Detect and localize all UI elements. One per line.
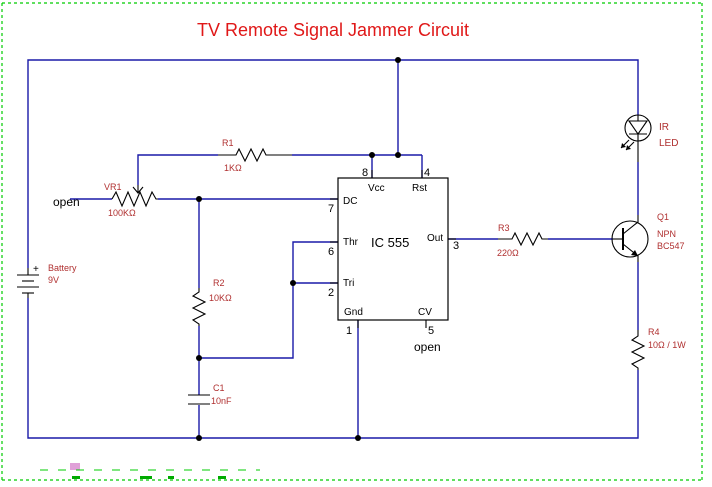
ic-pin-dc-label: DC: [343, 196, 357, 207]
q1-type-label: NPN: [657, 229, 676, 239]
ic-pin-number-5: 5: [428, 325, 434, 337]
ic-pin-number-2: 2: [328, 287, 334, 299]
vr1-value-label: 100KΩ: [108, 208, 136, 218]
battery-value-label: 9V: [48, 275, 59, 285]
ic555-body: [330, 170, 456, 328]
ic-pin-rst-label: Rst: [412, 183, 427, 194]
ir-led-label-line2: LED: [659, 138, 678, 149]
r4-ref-label: R4: [648, 327, 660, 337]
r2-value-label: 10KΩ: [209, 293, 232, 303]
c1-value-label: 10nF: [211, 396, 232, 406]
ic-pin-tri-label: Tri: [343, 278, 354, 289]
ic-pin-number-8: 8: [362, 167, 368, 179]
diagram-title: TV Remote Signal Jammer Circuit: [197, 20, 469, 40]
ic-pin-number-7: 7: [328, 203, 334, 215]
ic-cv-open-note: open: [414, 340, 441, 354]
ic-pin-cv-label: CV: [418, 307, 432, 318]
ic-pin-number-1: 1: [346, 325, 352, 337]
battery-symbol: [17, 268, 39, 298]
r4-symbol: [630, 330, 646, 370]
r1-ref-label: R1: [222, 138, 234, 148]
ic-pin-number-4: 4: [424, 167, 430, 179]
page-border: [1, 2, 703, 481]
vr1-ref-label: VR1: [104, 182, 122, 192]
battery-plus-label: +: [33, 264, 39, 275]
wires: [27, 59, 639, 439]
bottom-marks: [40, 463, 260, 479]
ic-pin-out-label: Out: [427, 233, 443, 244]
r3-ref-label: R3: [498, 223, 510, 233]
c1-ref-label: C1: [213, 383, 225, 393]
ic-pin-gnd-label: Gnd: [344, 307, 363, 318]
ic-pin-thr-label: Thr: [343, 237, 359, 248]
vr1-symbol: [111, 185, 158, 208]
r2-symbol: [191, 288, 207, 326]
ic555-name: IC 555: [371, 235, 409, 250]
r3-value-label: 220Ω: [497, 248, 519, 258]
ic-pin-vcc-label: Vcc: [368, 183, 385, 194]
ic-pin-number-3: 3: [453, 240, 459, 252]
r4-value-label: 10Ω / 1W: [648, 340, 686, 350]
battery-ref-label: Battery: [48, 263, 77, 273]
r3-symbol: [498, 231, 548, 247]
q1-part-label: BC547: [657, 241, 685, 251]
q1-ref-label: Q1: [657, 212, 669, 222]
vr1-open-note: open: [53, 195, 80, 209]
q1-transistor-symbol: [611, 215, 649, 262]
c1-symbol: [188, 394, 210, 405]
ir-led-label-line1: IR: [659, 122, 669, 133]
ir-led-symbol: [620, 114, 652, 162]
ic-pin-number-6: 6: [328, 246, 334, 258]
r1-symbol: [218, 147, 292, 163]
r2-ref-label: R2: [213, 278, 225, 288]
r1-value-label: 1KΩ: [224, 163, 242, 173]
junction-dots: [196, 57, 401, 441]
